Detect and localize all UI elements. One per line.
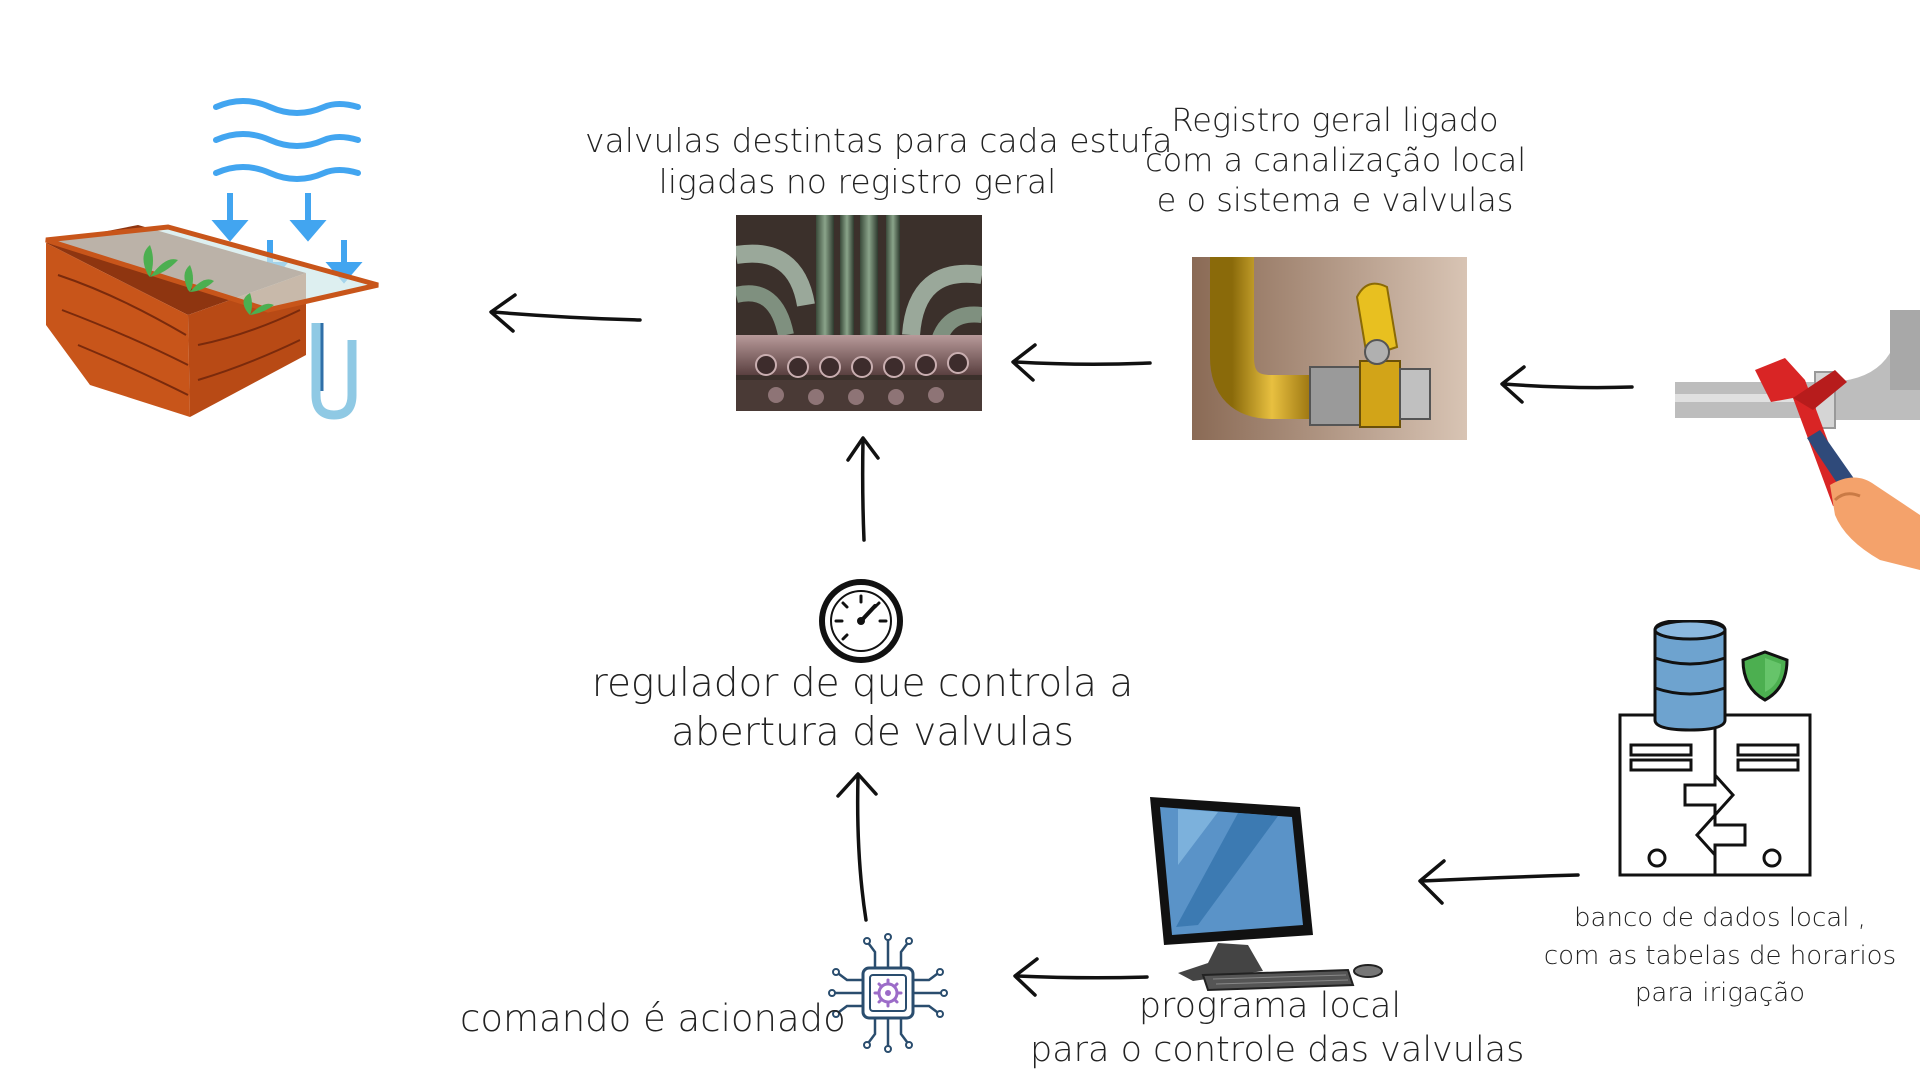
program-label-line-2: para o controle das valvulas [1030, 1029, 1525, 1070]
arrow-database-to-program [1418, 859, 1580, 905]
database-label-line-1: banco de dados local , [1574, 903, 1866, 933]
gear-icon [873, 978, 903, 1008]
pipes-photo [736, 215, 982, 411]
valves-label-line-1: valvulas destintas para cada estufa [585, 121, 1173, 160]
chip-icon [825, 930, 950, 1055]
registro-label-line-2: com a canalização local [1145, 141, 1527, 179]
program-label-line-1: programa local [1138, 986, 1402, 1026]
arrow-valves-to-greenhouse [489, 293, 642, 333]
regulator-label-line-1: regulador de que controla a [591, 661, 1134, 706]
database-label-line-2: com as tabelas de horarios [1543, 940, 1897, 971]
regulator-label-line-2: abertura de valvulas [671, 709, 1074, 755]
computer-monitor-icon [1148, 795, 1398, 995]
registro-label-line-3: e o sistema e valvulas [1156, 181, 1514, 219]
plumbing-wrench-icon [1675, 310, 1920, 570]
database-label: banco de dados local , com as tabelas de… [1530, 900, 1910, 1013]
arrow-command-to-regulator [836, 772, 878, 922]
valves-label-line-2: ligadas no registro geral [658, 162, 1057, 202]
gas-valve-photo [1192, 257, 1467, 440]
registro-label: Registro geral ligado com a canalização … [1145, 100, 1527, 220]
command-label-text: comando é acionado [460, 997, 846, 1040]
arrow-plumbing-to-registro [1500, 365, 1634, 404]
registro-label-line-1: Registro geral ligado [1171, 101, 1499, 139]
arrow-program-to-command [1013, 957, 1149, 997]
command-label: comando é acionado [460, 996, 846, 1042]
valves-label: valvulas destintas para cada estufa liga… [585, 120, 1173, 203]
program-label: programa local para o controle das valvu… [1030, 985, 1525, 1073]
arrow-registro-to-valves [1011, 343, 1152, 382]
database-label-line-3: para irigação [1634, 978, 1806, 1009]
gauge-icon [818, 578, 904, 664]
database-server-icon [1615, 620, 1815, 880]
greenhouse-icon [38, 95, 408, 425]
regulator-label: regulador de que controla a abertura de … [590, 660, 1135, 758]
arrow-regulator-to-valves [846, 436, 880, 542]
